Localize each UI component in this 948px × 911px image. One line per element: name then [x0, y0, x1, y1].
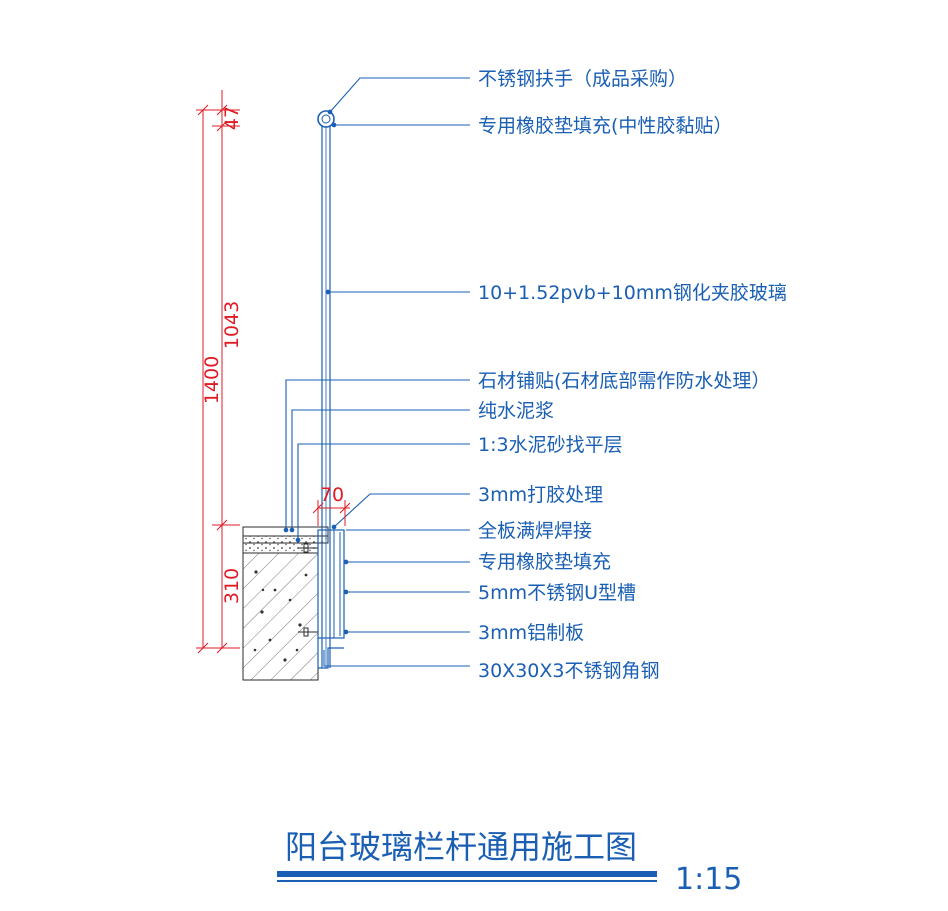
drawing-title: 阳台玻璃栏杆通用施工图 — [285, 828, 637, 866]
label-cement-paste: 纯水泥浆 — [478, 400, 554, 422]
label-aluminum-plate: 3mm铝制板 — [478, 622, 584, 644]
title-underline-thick — [277, 871, 657, 877]
label-rubber-pad: 专用橡胶垫填充 — [478, 551, 611, 573]
dimension-1400: 1400 — [201, 356, 223, 404]
label-laminated-glass: 10+1.52pvb+10mm钢化夹胶玻璃 — [478, 282, 787, 304]
label-angle-steel: 30X30X3不锈钢角钢 — [478, 660, 659, 682]
label-handrail: 不锈钢扶手（成品采购） — [478, 68, 687, 90]
railing-assembly — [298, 110, 345, 669]
dimension-70: 70 — [320, 484, 344, 506]
leader-lines — [283, 77, 470, 667]
drawing-scale: 1:15 — [675, 862, 742, 897]
dimension-lines — [196, 90, 351, 654]
label-u-channel: 5mm不锈钢U型槽 — [478, 582, 636, 604]
dimension-47: 47 — [221, 106, 243, 130]
title-underline-thin — [277, 880, 657, 882]
dimension-1043: 1043 — [221, 301, 243, 349]
label-leveling-layer: 1:3水泥砂找平层 — [478, 434, 623, 456]
label-full-weld: 全板满焊焊接 — [478, 520, 592, 542]
label-glue-seal: 3mm打胶处理 — [478, 484, 603, 506]
wall-section — [242, 552, 319, 681]
dimension-310: 310 — [221, 568, 243, 604]
label-rubber-pad-top: 专用橡胶垫填充(中性胶黏贴） — [478, 115, 732, 137]
label-stone-paving: 石材铺贴(石材底部需作防水处理） — [478, 370, 770, 392]
